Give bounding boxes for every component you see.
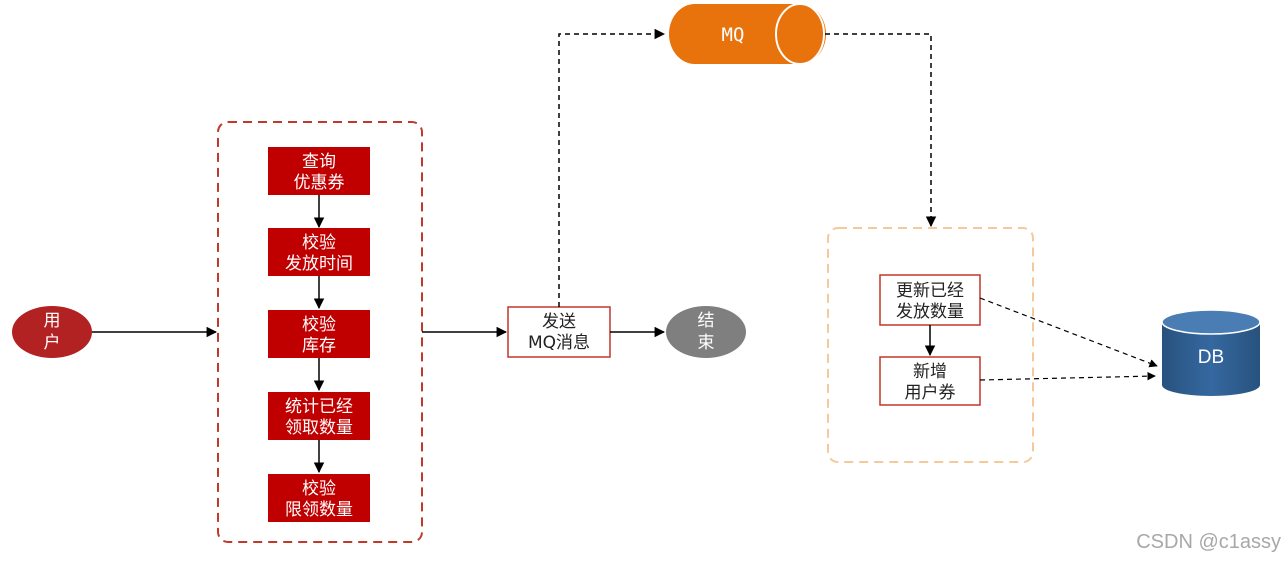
- user-node: 用 户: [12, 306, 92, 358]
- step-check-limit: 校验 限领数量: [268, 474, 370, 522]
- step-check-issue-time-line2: 发放时间: [285, 254, 353, 274]
- dashed-mq-to-consumer: [825, 33, 937, 228]
- mq-label: MQ: [722, 24, 745, 46]
- end-node: 结 束: [666, 306, 746, 358]
- send-mq-node: 发送 MQ消息: [507, 306, 611, 358]
- add-user-coupon-line2: 用户券: [905, 383, 956, 403]
- dashed-send-to-mq: [558, 28, 666, 307]
- step-check-limit-line2: 限领数量: [285, 500, 353, 520]
- step-check-issue-time: 校验 发放时间: [268, 228, 370, 276]
- update-issued-line2: 发放数量: [896, 302, 964, 322]
- step-check-limit-line1: 校验: [302, 479, 336, 499]
- user-label-line1: 用: [44, 311, 61, 331]
- send-mq-line2: MQ消息: [528, 333, 590, 353]
- validation-group-border: [217, 121, 423, 543]
- step-check-stock-line2: 库存: [302, 336, 336, 356]
- step-count-received-line1: 统计已经: [285, 397, 353, 417]
- step-check-issue-time-line1: 校验: [302, 233, 336, 253]
- add-user-coupon-line1: 新增: [913, 362, 947, 382]
- dashed-update-to-db: [979, 297, 1158, 368]
- watermark-text: CSDN @c1assy: [1136, 531, 1281, 553]
- send-mq-line1: 发送: [542, 312, 576, 332]
- mq-queue-icon: MQ: [669, 3, 826, 65]
- database-icon: DB: [1161, 309, 1261, 396]
- consumer-group-border: [827, 227, 1034, 463]
- db-label: DB: [1198, 347, 1224, 368]
- step-query-coupon: 查询 优惠券: [268, 147, 370, 195]
- step-query-coupon-line1: 查询: [302, 152, 336, 172]
- step-check-stock-line1: 校验: [302, 315, 336, 335]
- user-label-line2: 户: [44, 333, 61, 353]
- step-check-stock: 校验 库存: [268, 310, 370, 358]
- step-count-received: 统计已经 领取数量: [268, 392, 370, 440]
- dashed-add-to-db: [979, 371, 1156, 381]
- step-update-issued: 更新已经 发放数量: [879, 274, 981, 326]
- end-label-line1: 结: [698, 311, 715, 331]
- step-count-received-line2: 领取数量: [285, 418, 353, 438]
- step-add-user-coupon: 新增 用户券: [879, 356, 981, 406]
- end-label-line2: 束: [698, 333, 715, 353]
- update-issued-line1: 更新已经: [896, 281, 964, 301]
- step-query-coupon-line2: 优惠券: [294, 173, 345, 193]
